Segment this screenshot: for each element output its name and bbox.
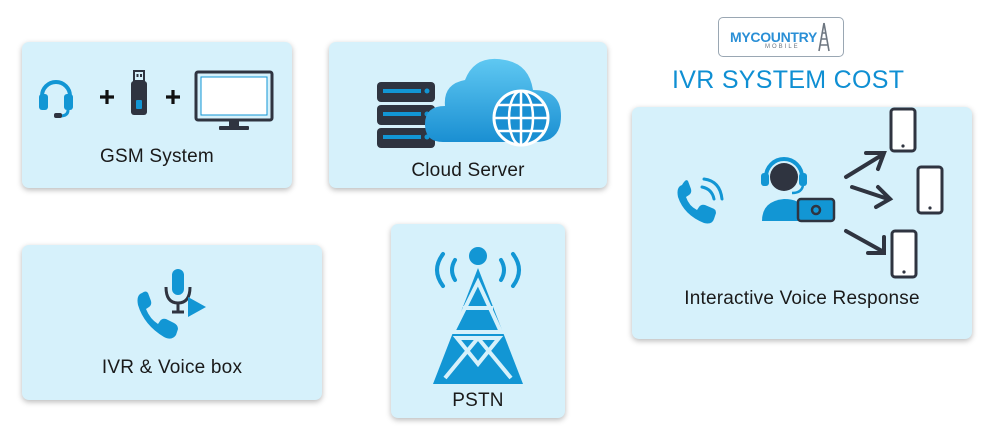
- headset-icon: [39, 80, 73, 118]
- voice-phone-mic-icon: [137, 269, 206, 339]
- radio-tower-icon: [433, 247, 523, 384]
- plus-icon: [100, 90, 114, 104]
- gsm-system-card: GSM System: [22, 42, 292, 188]
- smartphone-icon: [916, 165, 944, 215]
- server-stack-icon: [377, 82, 435, 148]
- ivr-voice-box-card: IVR & Voice box: [22, 245, 322, 400]
- smartphone-icon: [890, 229, 918, 279]
- phone-ringing-icon: [677, 177, 724, 224]
- globe-icon: [492, 89, 550, 147]
- logo-subtext: MOBILE: [765, 44, 800, 50]
- ivr-voice-box-label: IVR & Voice box: [101, 357, 243, 378]
- cloud-server-card: Cloud Server: [329, 42, 607, 188]
- cloud-server-label: Cloud Server: [411, 160, 525, 181]
- gsm-system-label: GSM System: [100, 146, 214, 167]
- arrow-icon: [844, 151, 887, 179]
- usb-stick-icon: [131, 70, 147, 115]
- logo-tower-icon: [818, 22, 830, 52]
- smartphone-icon: [889, 107, 917, 153]
- pstn-card: PSTN: [391, 224, 565, 418]
- agent-icon: [761, 157, 836, 223]
- logo-text: MYCOUNTRY: [730, 29, 818, 45]
- arrow-icon: [850, 185, 894, 209]
- interactive-voice-response-label: Interactive Voice Response: [684, 288, 920, 309]
- brand-logo: MYCOUNTRY MOBILE: [718, 17, 844, 57]
- interactive-voice-response-card: Interactive Voice Response: [632, 107, 972, 339]
- plus-icon: [166, 90, 180, 104]
- arrow-icon: [844, 229, 886, 255]
- monitor-icon: [194, 70, 274, 130]
- page-title: IVR SYSTEM COST: [672, 66, 905, 94]
- pstn-label: PSTN: [452, 390, 504, 411]
